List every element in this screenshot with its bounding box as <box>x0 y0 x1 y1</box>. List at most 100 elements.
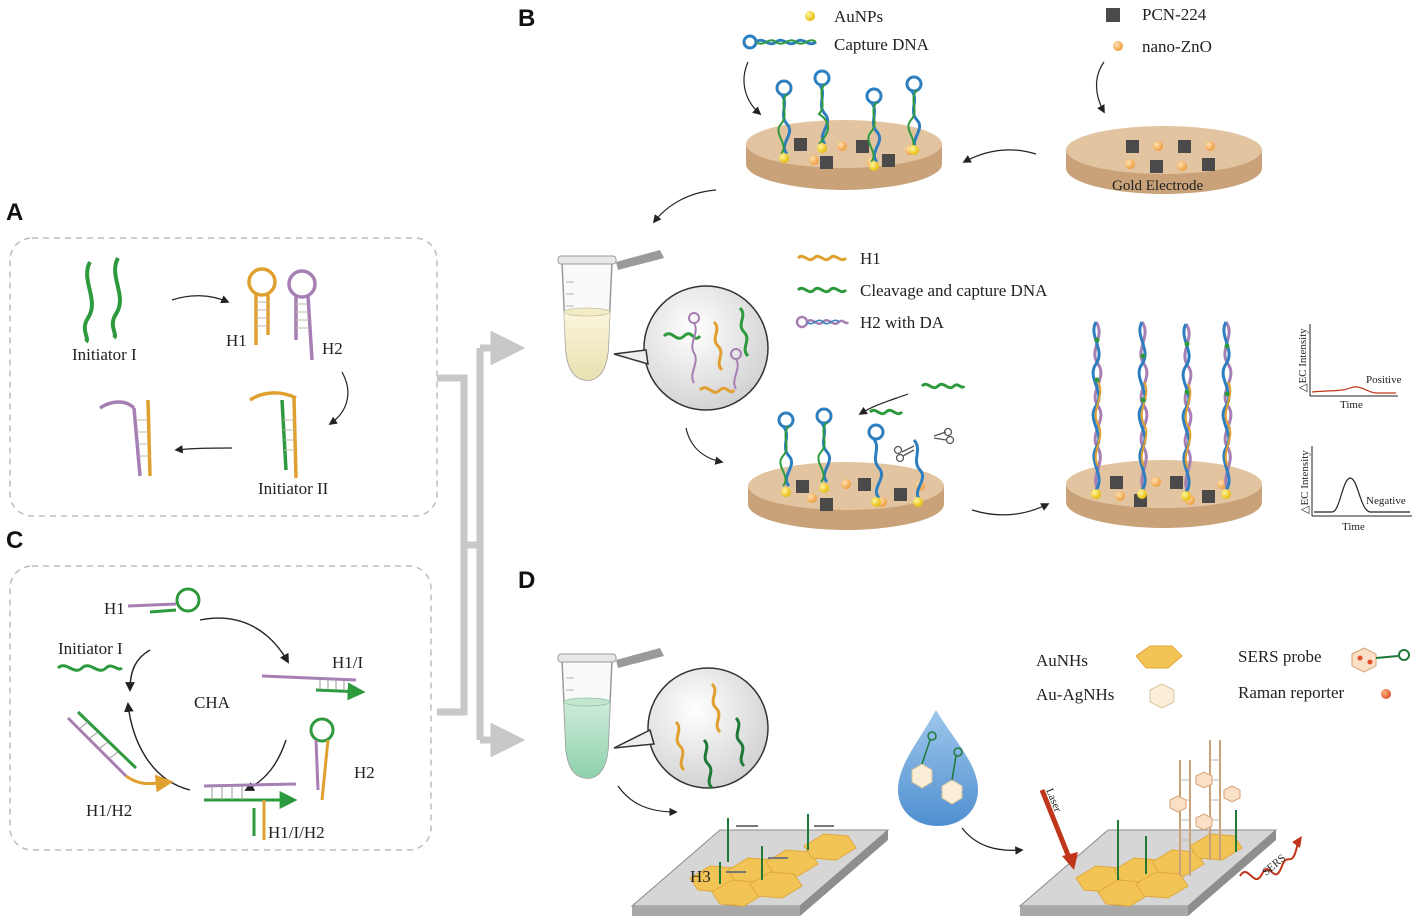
h1-i-h2-label: H1/I/H2 <box>268 823 325 842</box>
pcn224-legend-icon <box>1106 8 1120 22</box>
cha-arrow-right <box>244 739 287 791</box>
panel-letter-d: D <box>518 567 535 594</box>
cha-arrow-return <box>125 649 151 692</box>
capture-dna-legend-icon <box>742 34 817 50</box>
positive-ylabel: △EC Intensity <box>1297 328 1309 392</box>
sers-probe-legend-icon <box>1351 647 1410 673</box>
droplet <box>898 710 978 826</box>
au-agnhs-legend-icon <box>1149 683 1175 709</box>
h2-hairpin-a <box>287 269 317 361</box>
positive-xlabel: Time <box>1340 399 1363 411</box>
arrow-b-to-cleavage <box>685 427 724 465</box>
positive-label: Positive <box>1366 374 1402 386</box>
arrow-b-cleave <box>858 393 909 415</box>
cleaved-dna-strand-b <box>920 382 966 390</box>
raman-reporter-legend-label: Raman reporter <box>1238 683 1345 702</box>
negative-curve <box>1314 477 1410 513</box>
sers-probe-legend-label: SERS probe <box>1238 647 1322 666</box>
electrode-result <box>1066 460 1262 528</box>
cleaved-dna-strand-a <box>868 408 904 416</box>
initiator-1-strand-c <box>56 664 124 672</box>
initiator-1-strand-a <box>82 261 94 344</box>
laser-arrowhead <box>1062 852 1078 870</box>
cleavage-legend-icon <box>796 286 848 294</box>
dna-ladders-result <box>1091 321 1233 501</box>
h1-h2-label-c: H1/H2 <box>86 801 132 820</box>
substrate-2 <box>1018 829 1278 916</box>
initiator-1-label-c: Initiator I <box>58 639 123 658</box>
sers-arrowhead <box>1292 836 1302 848</box>
aunhs-legend-icon <box>1135 645 1183 669</box>
raman-reporter-legend-icon <box>1381 689 1391 699</box>
au-agnhs-legend-label: Au-AgNHs <box>1036 685 1114 704</box>
h2-da-legend-icon <box>795 315 850 329</box>
h1-h2-duplex-a <box>99 399 152 477</box>
h1-label-a: H1 <box>226 331 247 350</box>
h1-i-complex <box>261 674 366 701</box>
h3-probes-1 <box>719 814 834 884</box>
h1-hairpin-a <box>247 267 277 345</box>
initiator-2-complex <box>249 391 298 479</box>
panel-letter-c: C <box>6 527 23 554</box>
h1-h2-complex-c <box>66 710 174 793</box>
arrow-b-electrode <box>962 149 1037 163</box>
panel-b: AuNPs Capture DNA PCN-224 nano-ZnO <box>557 5 1412 533</box>
h1-legend-label: H1 <box>860 249 881 268</box>
electrode-cleavage <box>748 462 944 530</box>
sers-ladders <box>1117 740 1241 880</box>
bubble-2 <box>613 667 769 790</box>
connector-bracket <box>437 330 526 758</box>
tube-2 <box>557 648 664 779</box>
negative-ylabel: △EC Intensity <box>1299 450 1311 514</box>
panel-c-frame <box>9 565 432 851</box>
capture-dna-legend-label: Capture DNA <box>834 35 930 54</box>
panel-letter-b: B <box>518 5 535 32</box>
bubble-1 <box>613 285 769 411</box>
arrow-d-to-substrate <box>617 785 678 817</box>
panel-a-frame <box>9 237 438 517</box>
cha-label: CHA <box>194 693 231 712</box>
arrow-a3 <box>174 445 233 454</box>
cha-arrow-top <box>199 617 289 664</box>
positive-curve <box>1311 386 1396 394</box>
panel-a: Initiator I H1 H2 <box>9 237 438 517</box>
h2-label-c: H2 <box>354 763 375 782</box>
panel-letter-a: A <box>6 199 23 226</box>
h1-hairpin-c <box>127 587 201 614</box>
substrate-1 <box>630 829 890 916</box>
arrow-a2 <box>328 371 349 425</box>
scissors-icon <box>893 427 955 463</box>
panel-c: H1 Initiator I CHA H1/I H2 <box>9 565 432 851</box>
laser-beam <box>1039 789 1073 861</box>
initiator-1-label: Initiator I <box>72 345 137 364</box>
pcn224-legend-label: PCN-224 <box>1142 5 1207 24</box>
electrode-modified <box>746 120 942 190</box>
sers-wave <box>1239 841 1299 881</box>
h2-label-a: H2 <box>322 339 343 358</box>
capture-dna-probes-cleavage <box>777 407 925 507</box>
negative-xlabel: Time <box>1342 521 1365 533</box>
aunps-legend-label: AuNPs <box>834 7 883 26</box>
capture-dna-probes-top <box>775 69 923 171</box>
gold-electrode-label: Gold Electrode <box>1112 178 1204 194</box>
nano-zno-legend-icon <box>1113 41 1123 51</box>
tube-1 <box>557 250 664 381</box>
h1-label-c: H1 <box>104 599 125 618</box>
initiator-1-strand-b <box>110 257 122 340</box>
arrow-d-to-sers <box>961 827 1024 855</box>
cha-arrow-left <box>123 702 191 791</box>
aunps-legend-icon <box>805 11 815 21</box>
cleavage-legend-label: Cleavage and capture DNA <box>860 281 1048 300</box>
aunhs-legend-label: AuNHs <box>1036 651 1088 670</box>
h2-da-legend-label: H2 with DA <box>860 313 945 332</box>
arrow-a1 <box>171 295 230 304</box>
arrow-b-to-tube <box>652 189 717 224</box>
h3-label: H3 <box>690 867 711 886</box>
panel-d: H3 AuNHs Au-AgNHs SERS probe Raman repor… <box>557 645 1410 916</box>
nano-zno-legend-label: nano-ZnO <box>1142 37 1212 56</box>
h1-legend-icon <box>796 254 848 262</box>
negative-label: Negative <box>1366 495 1406 507</box>
gold-electrode <box>1066 126 1262 194</box>
initiator-2-label: Initiator II <box>258 479 329 498</box>
